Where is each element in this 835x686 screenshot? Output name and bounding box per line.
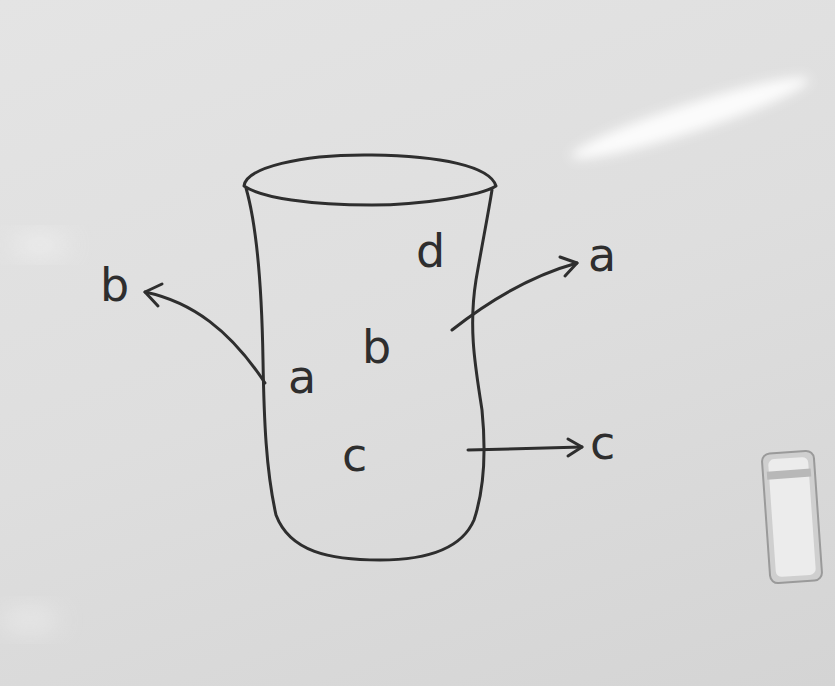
glare [0, 608, 60, 632]
part-letter: c [342, 432, 367, 478]
part-letter: d [416, 228, 445, 274]
arrow-label: b [100, 262, 129, 308]
beaker-line [244, 155, 496, 560]
arrow-label: a [588, 232, 616, 278]
beaker-outline: d ab c [236, 146, 504, 570]
arrowhead [145, 284, 162, 306]
arrowhead [560, 257, 577, 276]
arrow-label: c [590, 420, 615, 466]
arrowhead [568, 439, 582, 456]
glare [567, 66, 813, 170]
eraser [762, 450, 823, 583]
glare [10, 235, 70, 255]
part-letter: b [362, 324, 391, 370]
leader-arrow [452, 263, 577, 330]
part-letter: a [288, 354, 316, 400]
leader-arrow [145, 292, 265, 383]
